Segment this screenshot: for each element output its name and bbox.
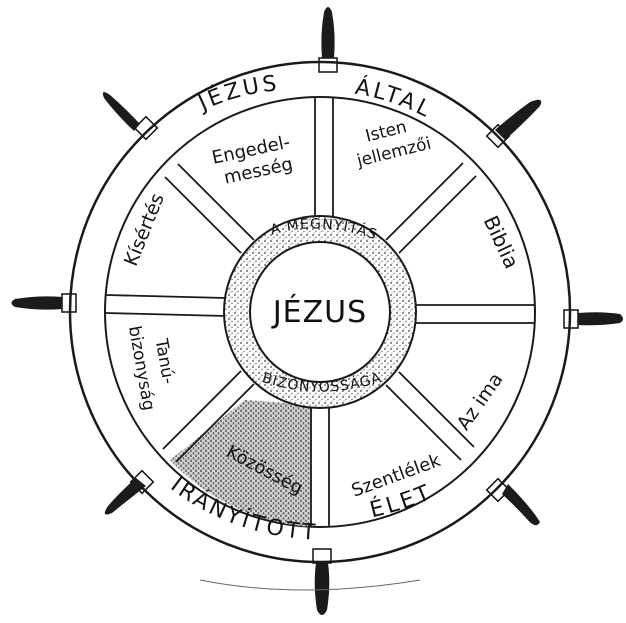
handle-bottom-right <box>487 479 540 526</box>
handle-bottom <box>313 549 331 615</box>
segment-tanubizonysag: Tanú- bizonyság <box>124 320 182 412</box>
scan-mark <box>200 580 420 590</box>
rim-top-path-1: JÉZUS <box>193 71 281 117</box>
segment-tanu-line-1: Tanú- <box>150 336 178 385</box>
center-label: JÉZUS <box>271 294 367 330</box>
rim-top-word-2: ÁLTAL <box>353 74 436 124</box>
rim-top-word-1: JÉZUS <box>193 71 281 117</box>
segment-engedelmesseg: Engedel- messég <box>210 131 302 191</box>
segment-biblia: Biblia <box>479 212 524 272</box>
segment-tanu-line-2: bizonyság <box>124 324 159 412</box>
handle-left <box>12 294 77 312</box>
handle-right <box>564 310 623 328</box>
segment-kisertes-line-1: Kísértés <box>120 190 169 269</box>
segment-kisertes: Kísértés <box>120 190 169 269</box>
handle-top-left <box>103 92 157 139</box>
segment-biblia-line-1: Biblia <box>479 212 524 272</box>
handle-top-right <box>487 100 542 148</box>
segment-az-ima: Az ima <box>453 369 508 434</box>
rim-top-path-2: ÁLTAL <box>353 74 436 124</box>
segment-az-ima-line-1: Az ima <box>453 369 508 434</box>
